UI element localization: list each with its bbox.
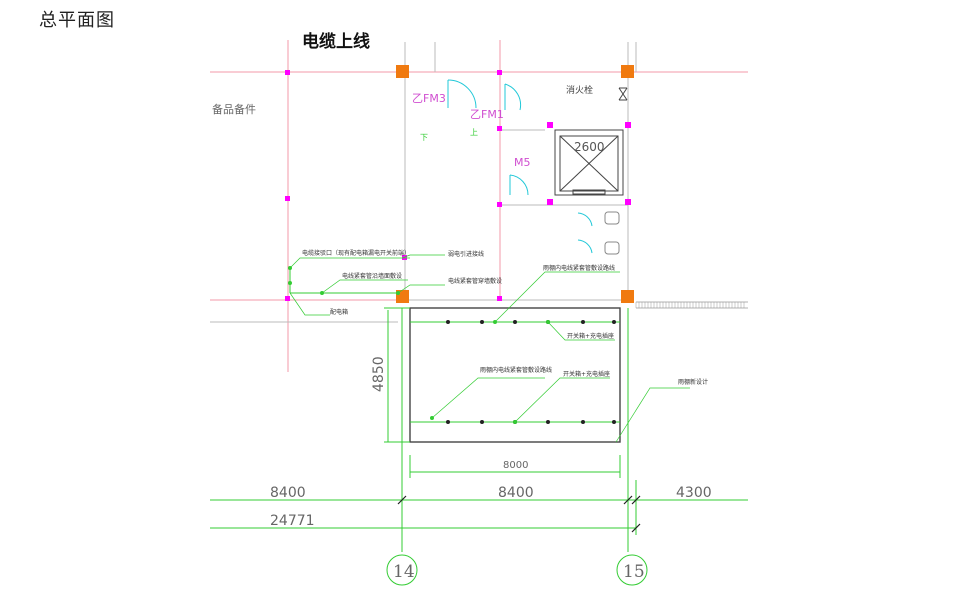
- hydrant-symbol: [618, 87, 628, 101]
- door-m5-label: M5: [514, 156, 531, 169]
- axis-14-label: 14: [393, 562, 415, 582]
- elevator-shaft: [554, 129, 624, 196]
- dim-shed-width: 8000: [503, 460, 528, 471]
- note-weak-current: 弱电引进接线: [448, 250, 484, 258]
- shed-outline: [409, 307, 621, 443]
- dim-total: 24771: [270, 513, 315, 529]
- axis-bubble-14: 14: [386, 554, 418, 586]
- wall-lines: [210, 42, 637, 323]
- dimension-lines: [210, 307, 748, 552]
- note-cable-entry: 电缆接驳口（现有配电箱漏电开关前端）: [302, 249, 410, 257]
- dim-span-middle: 8400: [498, 485, 534, 501]
- note-floor-conduit: 电线紧套管穿墙敷设: [448, 277, 502, 285]
- elevator-size-label: 2600: [574, 140, 605, 154]
- grid-lines: [210, 40, 748, 372]
- axis-15-label: 15: [623, 562, 645, 582]
- note-switch-box-2: 开关箱+充电插座: [563, 370, 610, 378]
- green-markers: [288, 266, 550, 424]
- door-fm3-label: 乙FM3: [412, 92, 446, 105]
- note-shed-wiring-top: 雨棚内电线紧套管敷设路线: [543, 264, 615, 272]
- hatched-boundary: [636, 301, 748, 309]
- door-swings: [447, 79, 593, 254]
- dim-span-left: 8400: [270, 485, 306, 501]
- dim-shed-depth: 4850: [371, 356, 387, 392]
- hydrant-label: 消火栓: [566, 84, 593, 96]
- grid-nodes: [285, 70, 631, 301]
- note-switch-box-1: 开关箱+充电插座: [567, 332, 614, 340]
- door-fm1-label: 乙FM1: [470, 108, 504, 121]
- page-title: 总平面图: [39, 10, 115, 31]
- note-shed-location: 雨棚新设计: [678, 378, 708, 386]
- note-distribution-box: 配电箱: [330, 308, 348, 316]
- dimension-ticks: [397, 495, 641, 533]
- leader-lines: [289, 254, 690, 443]
- top-heading: 电缆上线: [302, 31, 370, 52]
- axis-bubble-15: 15: [616, 554, 648, 586]
- stair-up-label: 上: [470, 128, 478, 137]
- note-wall-conduit: 电线紧套管沿墙面敷设: [342, 272, 402, 280]
- conduit-lines: [289, 268, 620, 423]
- room-label-spare: 备品备件: [212, 102, 256, 116]
- dim-span-right: 4300: [676, 485, 712, 501]
- stair-down-label: 下: [420, 133, 428, 142]
- toilet-fixtures: [604, 211, 620, 255]
- note-shed-wiring-bottom: 雨棚内电线紧套管敷设路线: [480, 366, 552, 374]
